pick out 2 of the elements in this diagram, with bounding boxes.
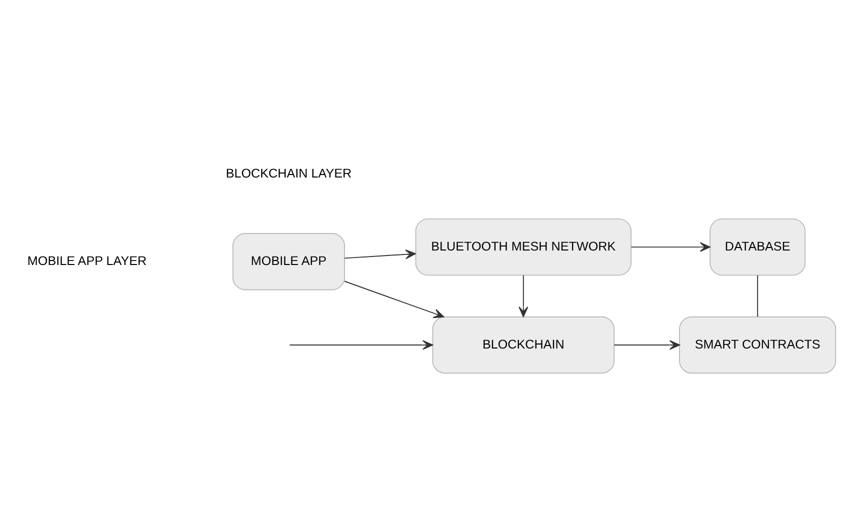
label: BLOCKCHAIN LAYER — [226, 166, 352, 180]
label: MOBILE APP LAYER — [27, 253, 147, 268]
